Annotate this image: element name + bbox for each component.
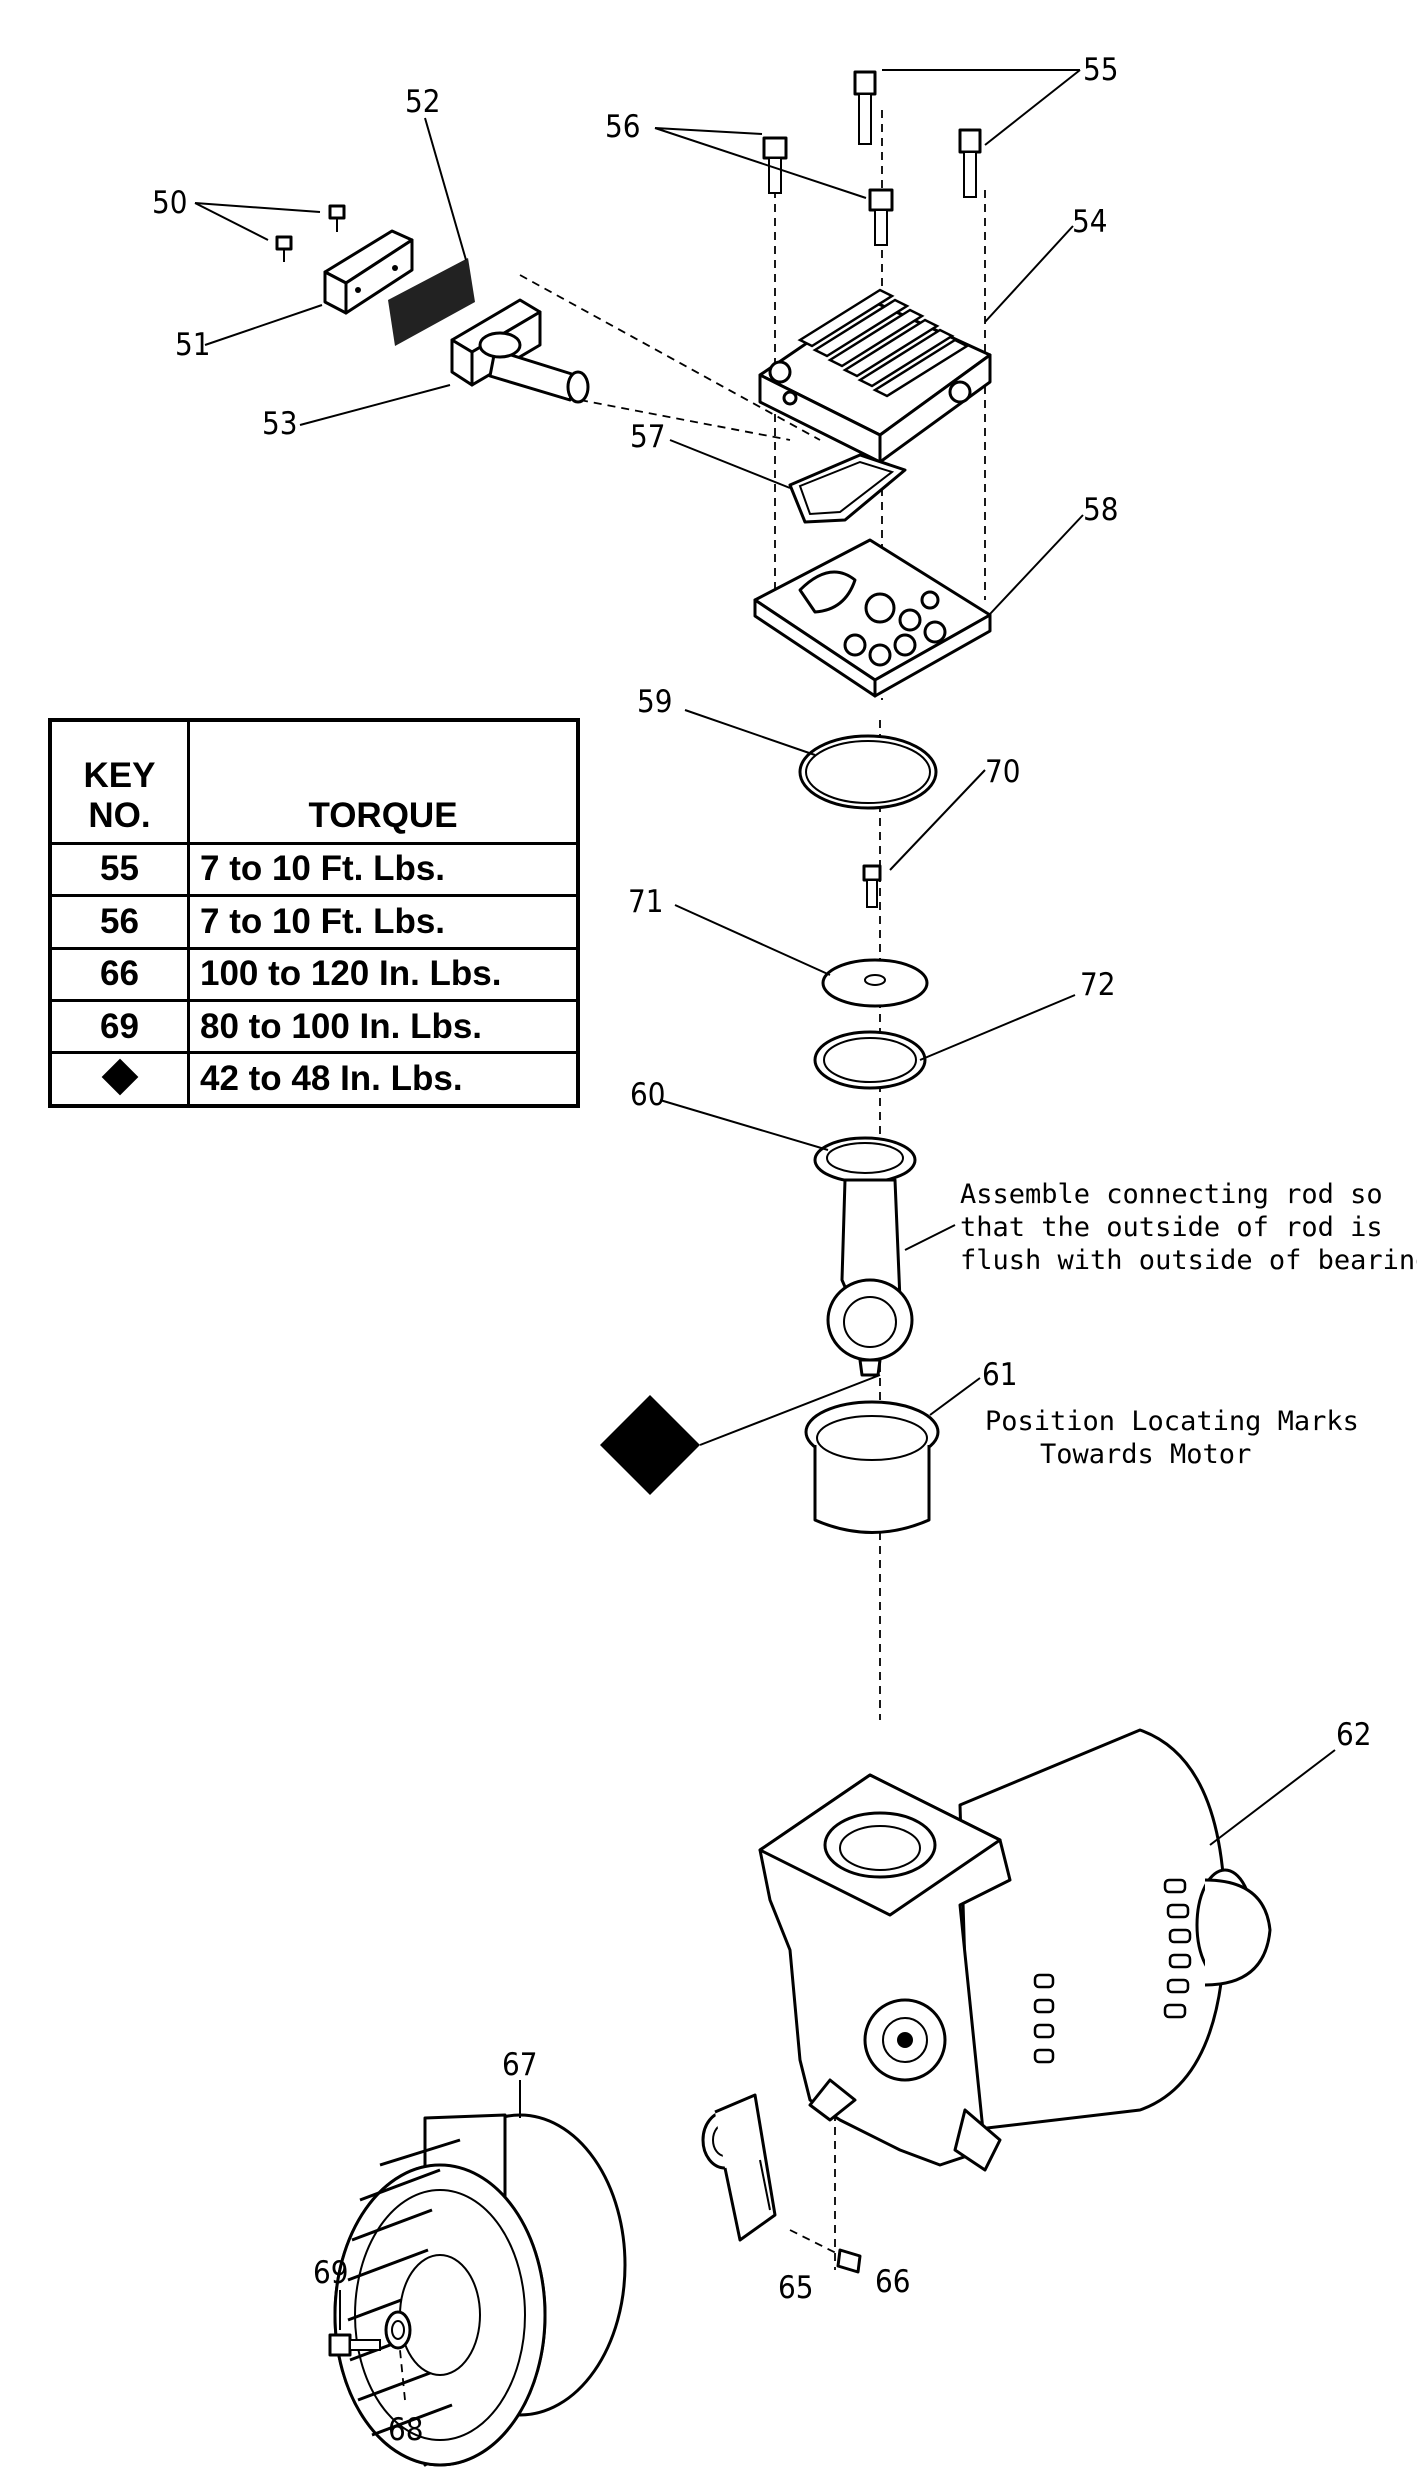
callout-68: 68 xyxy=(388,2412,423,2448)
callout-53: 53 xyxy=(262,406,297,442)
row-key-symbol xyxy=(48,1051,190,1108)
part-68-washer xyxy=(384,2310,412,2350)
callout-51: 51 xyxy=(175,327,210,363)
part-72-ring xyxy=(813,1030,927,1090)
table-row: 55 7 to 10 Ft. Lbs. xyxy=(48,841,580,898)
callout-62: 62 xyxy=(1336,1717,1371,1753)
note-connecting-rod-line1: Assemble connecting rod so xyxy=(960,1179,1383,1210)
note-connecting-rod-line3: flush with outside of bearing. xyxy=(960,1245,1417,1276)
table-row: 66 100 to 120 In. Lbs. xyxy=(48,946,580,1003)
callout-labels: 50 51 52 53 54 55 56 57 58 59 60 61 62 6… xyxy=(152,52,1371,2448)
callout-50: 50 xyxy=(152,185,187,221)
row-key: 56 xyxy=(48,894,190,950)
callout-66: 66 xyxy=(875,2264,910,2300)
callout-57: 57 xyxy=(630,419,665,455)
diamond-icon xyxy=(101,1058,138,1096)
part-55-bolts xyxy=(853,70,982,198)
callout-54: 54 xyxy=(1072,204,1107,240)
note-locating-marks-line1: Position Locating Marks xyxy=(985,1406,1359,1437)
row-key: 55 xyxy=(48,841,190,898)
part-51-plate xyxy=(323,229,414,315)
row-key: 69 xyxy=(48,999,190,1055)
callout-70: 70 xyxy=(985,754,1020,790)
row-torque: 7 to 10 Ft. Lbs. xyxy=(187,841,580,898)
table-row: 42 to 48 In. Lbs. xyxy=(48,1051,580,1108)
row-torque: 42 to 48 In. Lbs. xyxy=(187,1051,580,1108)
part-70-screw xyxy=(862,864,882,908)
note-connecting-rod-line2: that the outside of rod is xyxy=(960,1212,1383,1243)
part-61-bearing xyxy=(804,1400,940,1534)
callout-55: 55 xyxy=(1083,52,1118,88)
callout-72: 72 xyxy=(1080,967,1115,1003)
part-60-connecting-rod xyxy=(813,1136,917,1377)
row-torque: 80 to 100 In. Lbs. xyxy=(187,999,580,1055)
callout-59: 59 xyxy=(637,684,672,720)
diamond-torque-symbol xyxy=(600,1395,700,1495)
row-torque: 100 to 120 In. Lbs. xyxy=(187,946,580,1003)
note-locating-marks-line2: Towards Motor xyxy=(1040,1439,1251,1470)
torque-table-header: KEY NO. TORQUE xyxy=(48,718,580,845)
part-56-bolts xyxy=(762,136,894,246)
part-65-bracket xyxy=(701,2093,777,2242)
row-torque: 7 to 10 Ft. Lbs. xyxy=(187,894,580,950)
part-53-intake xyxy=(450,298,590,404)
part-71-disc xyxy=(821,958,929,1008)
part-50-screws xyxy=(275,204,346,262)
callout-58: 58 xyxy=(1083,492,1118,528)
part-69-screw xyxy=(328,2333,381,2357)
callout-65: 65 xyxy=(778,2270,813,2306)
callout-69: 69 xyxy=(313,2255,348,2291)
leader-lines xyxy=(194,69,1336,2401)
callout-60: 60 xyxy=(630,1077,665,1113)
table-row: 69 80 to 100 In. Lbs. xyxy=(48,999,580,1055)
callout-61: 61 xyxy=(982,1357,1017,1393)
part-57-gasket xyxy=(788,453,907,524)
part-62-motor xyxy=(758,1728,1272,2172)
table-row: 56 7 to 10 Ft. Lbs. xyxy=(48,894,580,950)
header-torque: TORQUE xyxy=(187,718,580,845)
callout-56: 56 xyxy=(605,109,640,145)
assembly-notes: Assemble connecting rod so that the outs… xyxy=(960,1179,1417,1470)
part-58-valve-plate xyxy=(753,538,992,698)
part-52-filter xyxy=(388,258,475,346)
header-key-no: KEY NO. xyxy=(48,718,190,845)
callout-71: 71 xyxy=(628,884,663,920)
header-key-line1: KEY xyxy=(83,755,156,795)
callout-67: 67 xyxy=(502,2047,537,2083)
part-59-o-ring xyxy=(798,734,938,810)
part-66-bolt xyxy=(789,2229,862,2274)
torque-table: KEY NO. TORQUE 55 7 to 10 Ft. Lbs. 56 7 … xyxy=(48,718,580,1108)
part-54-cylinder-head xyxy=(758,288,992,464)
header-key-line2: NO. xyxy=(88,795,151,835)
callout-52: 52 xyxy=(405,84,440,120)
part-67-fan xyxy=(333,2113,627,2467)
row-key: 66 xyxy=(48,946,190,1003)
